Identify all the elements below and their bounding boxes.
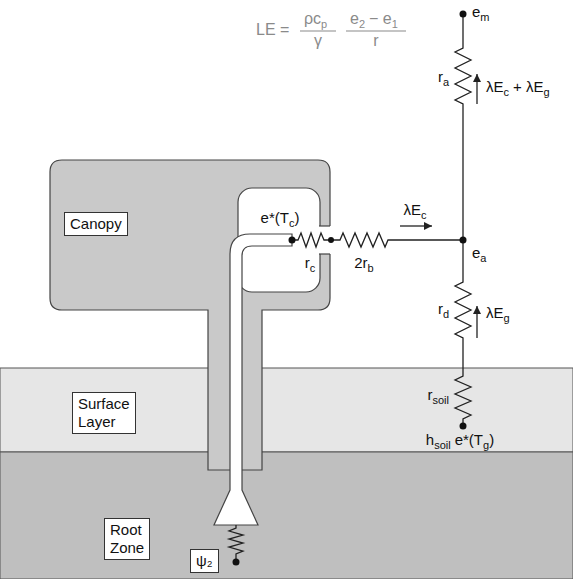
subscript: g <box>543 86 549 98</box>
subscript: a <box>480 252 486 264</box>
symbol-text: e <box>350 10 359 27</box>
symbol-text: h <box>426 431 434 448</box>
subscript: 1 <box>392 18 398 30</box>
subscript: b <box>368 262 374 274</box>
symbol-text: LE = <box>256 21 289 38</box>
potential-label: ψ₂ <box>190 549 219 573</box>
subscript: m <box>480 11 489 23</box>
subscript: soil <box>432 394 449 406</box>
flux-arrow <box>476 74 477 104</box>
symbol-text: ) <box>294 209 299 226</box>
label-text: ψ₂ <box>196 552 213 570</box>
symbol-text: λE <box>486 78 504 95</box>
formula-part: ρcp <box>304 10 327 33</box>
node-dot <box>289 237 296 244</box>
variable-label: ea <box>472 244 486 267</box>
label-text: Surface Layer <box>78 395 130 431</box>
subscript: 2 <box>359 18 365 30</box>
variable-label: rc <box>305 254 316 277</box>
stoma-edge <box>319 225 330 226</box>
symbol-text: r <box>373 32 378 49</box>
symbol-text: e*(T <box>455 431 483 448</box>
surface-layer-band <box>0 368 573 452</box>
variable-label: e*(Tc) <box>261 209 300 232</box>
node-dot <box>460 423 467 430</box>
symbol-text: r <box>438 300 443 317</box>
symbol-text: λE <box>486 304 504 321</box>
variable-label: 2rb <box>354 254 373 277</box>
formula-part: e2 − e1 <box>350 10 398 33</box>
resistor-symbol <box>455 240 471 426</box>
resistor-symbol <box>229 525 243 562</box>
subscript: c <box>421 209 427 221</box>
flux-arrow <box>400 225 432 226</box>
root-zone-band <box>0 452 573 579</box>
variable-label: em <box>472 3 490 26</box>
symbol-text: γ <box>314 32 322 49</box>
symbol-text: r <box>438 68 443 85</box>
variable-label: λEc+ λEg <box>486 78 550 101</box>
variable-label: rd <box>438 300 449 323</box>
subscript: a <box>443 76 449 88</box>
formula-part: γ <box>314 32 322 50</box>
variable-label: λEg <box>486 304 510 327</box>
node-dot <box>233 559 240 566</box>
node-dot <box>328 237 334 243</box>
fraction-bar <box>346 30 406 31</box>
symbol-text: 2r <box>354 254 367 271</box>
node-dot <box>460 237 467 244</box>
symbol-text: ) <box>489 431 494 448</box>
flux-arrow <box>476 306 477 338</box>
symbol-text: − e <box>369 10 392 27</box>
layer-label: Root Zone <box>104 518 150 560</box>
variable-label: ra <box>438 68 449 91</box>
node-dot <box>460 11 467 18</box>
formula-part: r <box>373 32 378 50</box>
symbol-text: λE <box>403 201 421 218</box>
layer-label: Surface Layer <box>72 392 136 434</box>
canopy-shape <box>50 160 330 470</box>
subscript: g <box>504 312 510 324</box>
formula-part: LE = <box>256 21 289 39</box>
symbol-text: e <box>472 244 480 261</box>
symbol-text: e*(T <box>261 209 289 226</box>
variable-label: hsoil e*(Tg) <box>426 431 494 454</box>
resistor-symbol <box>292 233 463 247</box>
subscript: p <box>321 18 327 30</box>
symbol-text: + λE <box>513 78 543 95</box>
label-text: Root Zone <box>110 521 144 557</box>
subscript: c <box>310 262 316 274</box>
subscript: g <box>483 439 489 451</box>
variable-label: λEc <box>403 201 426 224</box>
symbol-text: r <box>427 386 432 403</box>
variable-label: rsoil <box>427 386 449 409</box>
region-label: Canopy <box>64 212 128 236</box>
subscript: c <box>289 217 295 229</box>
subscript: c <box>504 86 510 98</box>
label-text: Canopy <box>70 215 122 233</box>
subscript: soil <box>434 439 451 451</box>
xylem-tube <box>214 234 292 525</box>
resistor-symbol <box>455 14 471 240</box>
symbol-text: r <box>305 254 310 271</box>
stoma-edge <box>319 253 330 254</box>
symbol-text: e <box>472 3 480 20</box>
subscript: d <box>443 308 449 320</box>
fraction-bar <box>300 30 336 31</box>
symbol-text: ρc <box>304 10 321 27</box>
